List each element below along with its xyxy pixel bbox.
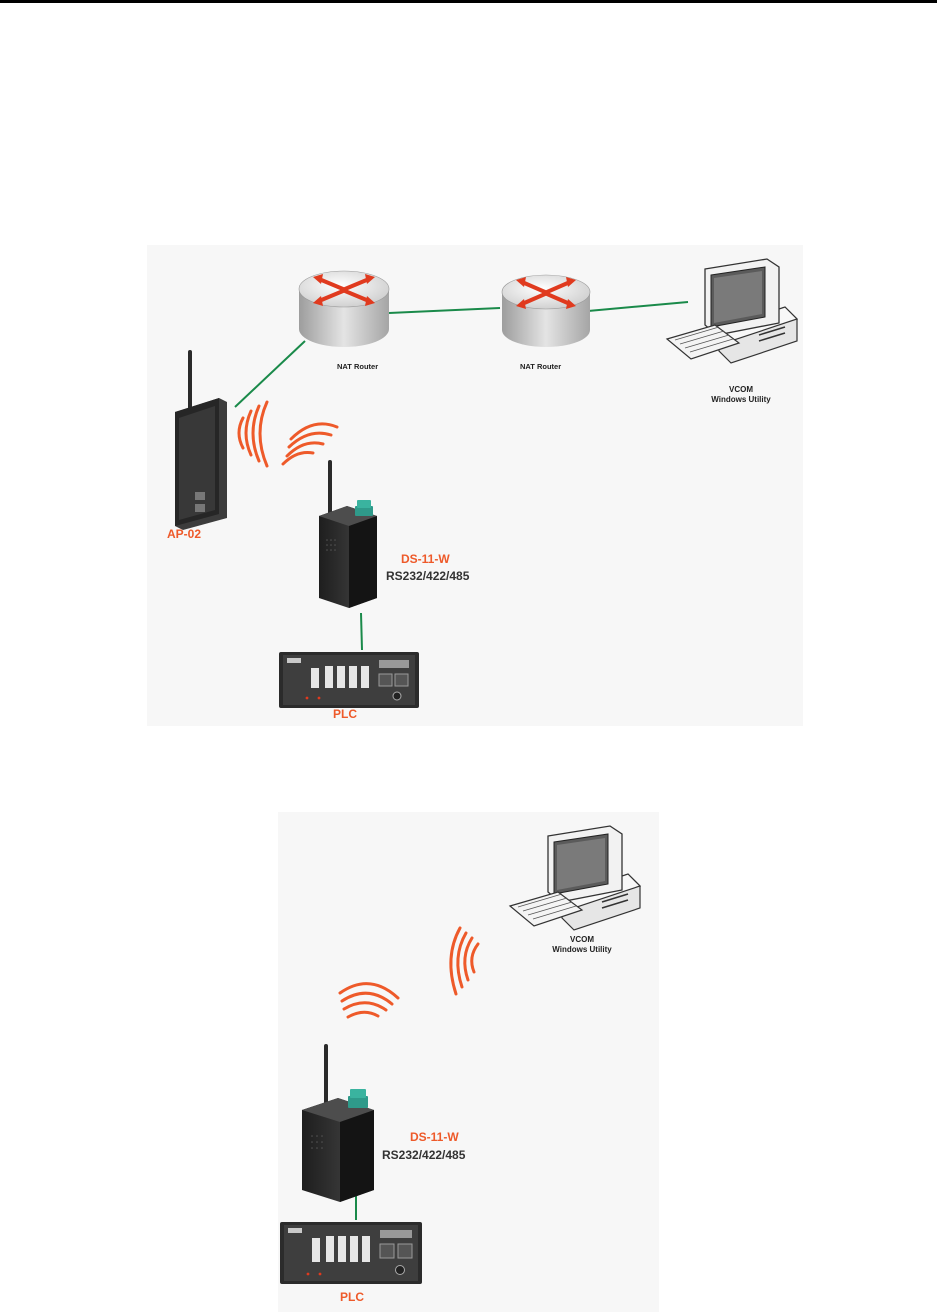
access-point-icon [175,350,227,530]
pc-label: VCOM Windows Utility [546,935,618,955]
diagram2-graphics [278,812,659,1312]
link-ap-router1 [235,341,305,407]
network-diagram-nat-routers: NAT Router NAT Router VCOM Windows Utili… [147,245,803,726]
device-name-label: DS-11-W [401,552,450,566]
plc-label: PLC [340,1290,364,1304]
plc-icon [279,652,419,708]
wireless-signal-icon [239,402,267,466]
wireless-signal-icon [340,984,398,1017]
pc-label-line2: Windows Utility [705,395,777,405]
serial-device-server-icon [302,1044,374,1202]
device-ports-label: RS232/422/485 [382,1148,465,1162]
router-icon [502,275,590,347]
serial-device-server-icon [319,460,377,608]
computer-icon [667,259,797,363]
pc-label-line1: VCOM [546,935,618,945]
wireless-signal-icon [283,424,337,464]
diagram1-graphics [147,245,803,726]
pc-label-line1: VCOM [705,385,777,395]
plc-label: PLC [333,707,357,721]
pc-label-line2: Windows Utility [546,945,618,955]
link-router1-router2 [389,308,500,313]
header-rule [0,0,937,3]
pc-label: VCOM Windows Utility [705,385,777,405]
device-name-label: DS-11-W [410,1130,459,1144]
ap-label: AP-02 [167,527,201,541]
network-diagram-direct-wireless: VCOM Windows Utility DS-11-W RS232/422/4… [278,812,659,1312]
device-ports-label: RS232/422/485 [386,569,469,583]
computer-icon [510,826,640,930]
link-device-plc [361,613,362,650]
router-label: NAT Router [520,362,561,371]
wireless-signal-icon [451,928,478,994]
router-icon [299,271,389,347]
router-label: NAT Router [337,362,378,371]
link-router2-pc [588,302,688,311]
plc-icon [280,1222,422,1284]
